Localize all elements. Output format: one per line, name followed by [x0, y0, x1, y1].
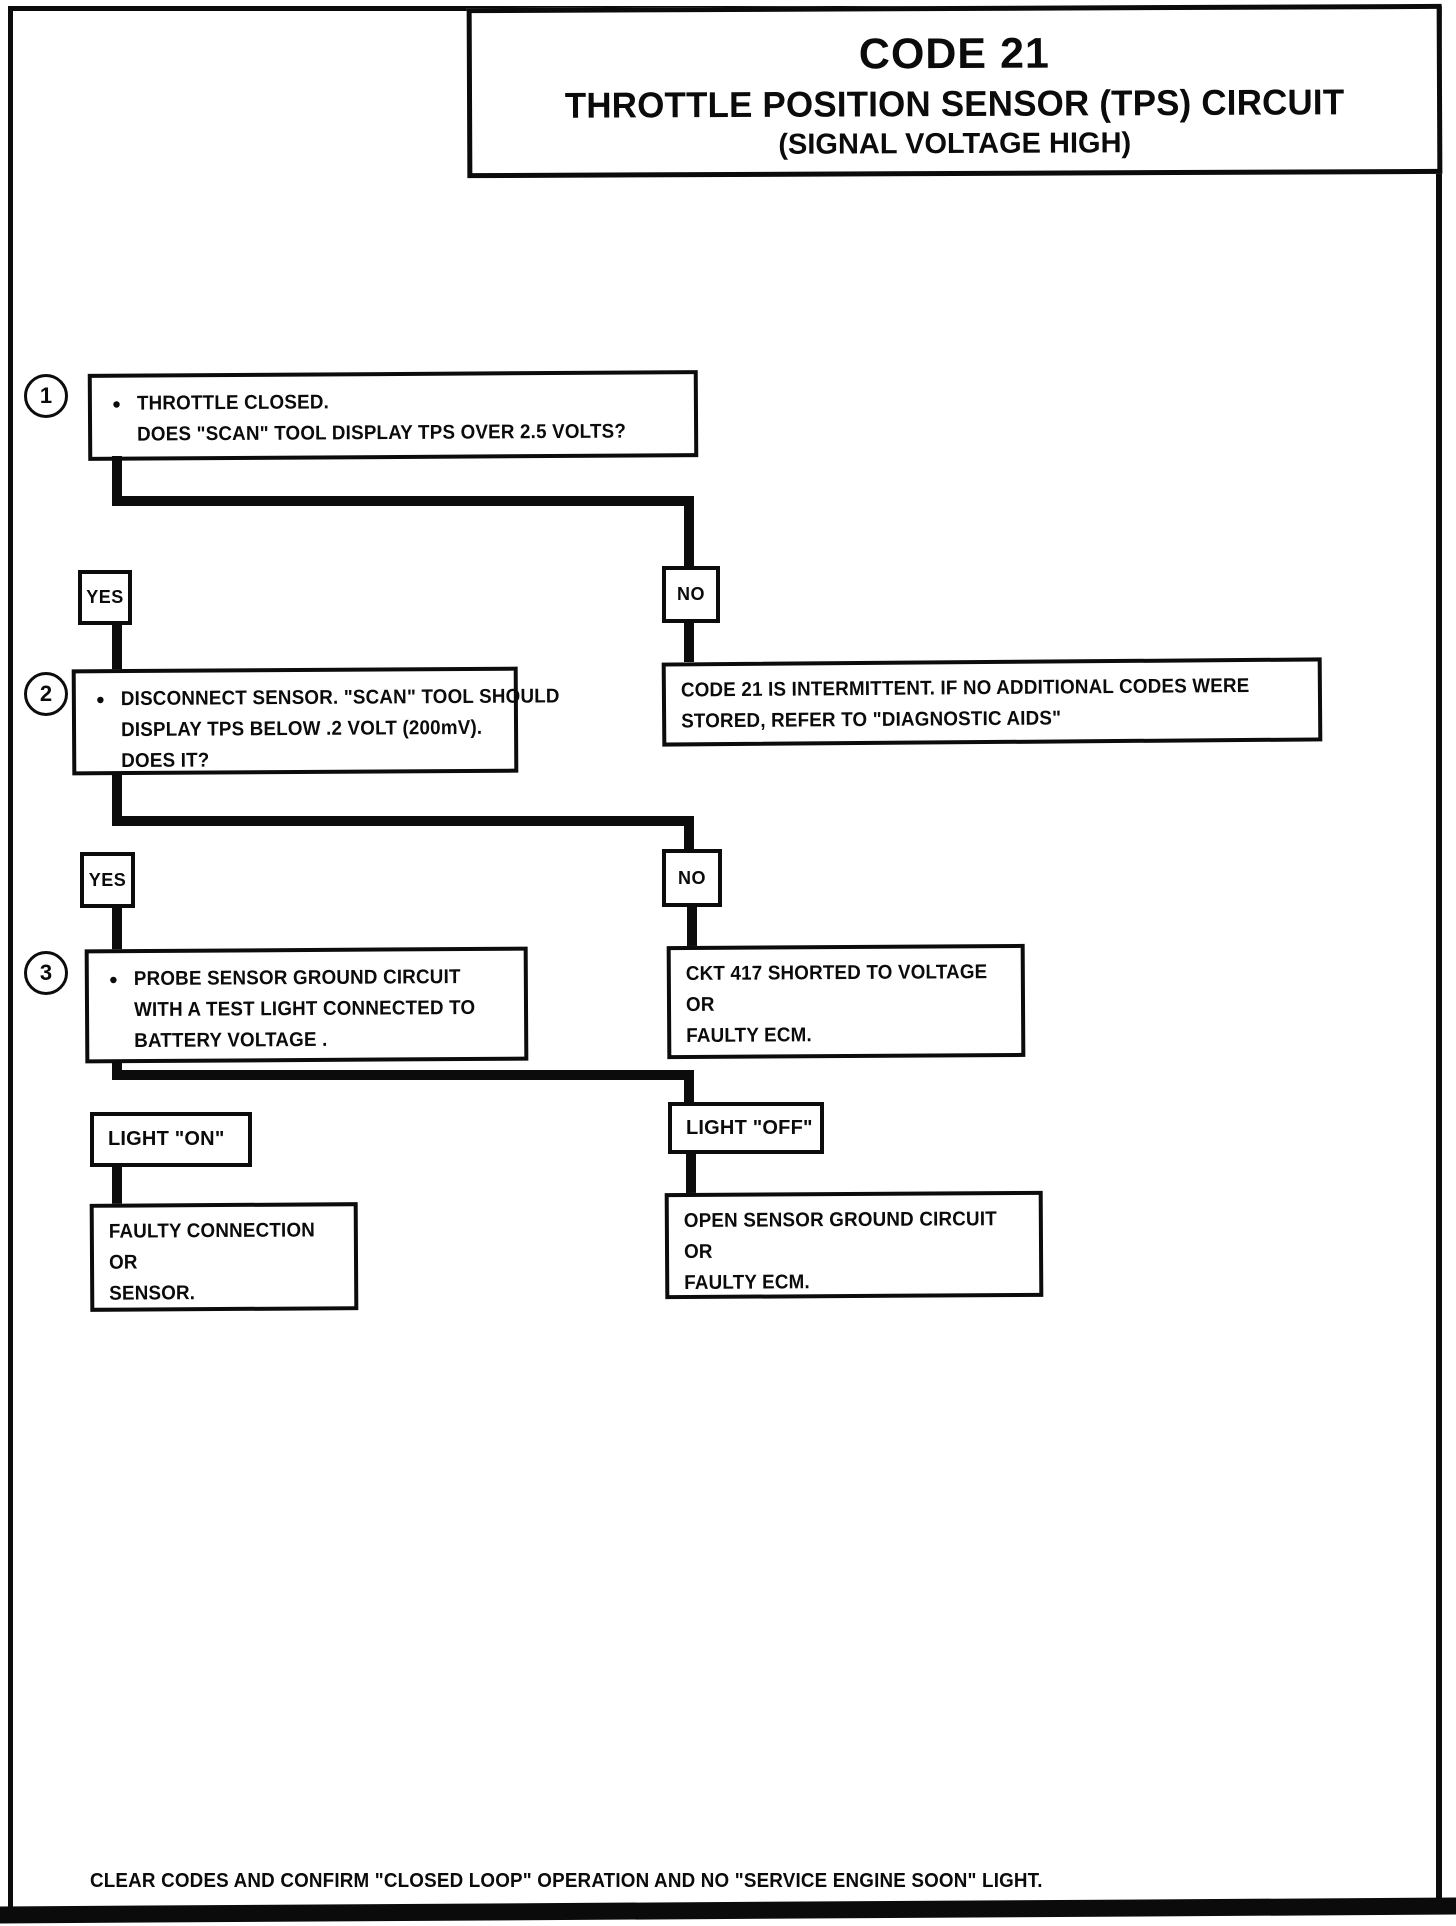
step-1-number: 1	[39, 383, 53, 408]
light-on-label: LIGHT "ON"	[108, 1128, 225, 1150]
bullet-icon: ●	[111, 395, 122, 413]
light-on-box: LIGHT "ON"	[90, 1112, 252, 1167]
connector-lighton-down	[112, 1165, 122, 1205]
title-main: THROTTLE POSITION SENSOR (TPS) CIRCUIT	[564, 81, 1345, 126]
step-1-line: THROTTLE CLOSED.	[136, 391, 330, 415]
ckt417-result-box: CKT 417 SHORTED TO VOLTAGE OR FAULTY ECM…	[666, 943, 1026, 1060]
open-ground-line: OR	[683, 1240, 713, 1264]
step-3-number: 3	[39, 960, 53, 985]
connector-branch2-horizontal	[112, 816, 694, 826]
step-1-box: ● THROTTLE CLOSED. DOES "SCAN" TOOL DISP…	[87, 370, 699, 461]
step-3-line: BATTERY VOLTAGE .	[134, 1028, 328, 1053]
faulty-connection-line: FAULTY CONNECTION	[108, 1219, 316, 1243]
light-off-label: LIGHT "OFF"	[686, 1116, 813, 1139]
step-3-line: WITH A TEST LIGHT CONNECTED TO	[134, 996, 476, 1022]
bullet-icon: ●	[95, 691, 105, 709]
title-code: CODE 21	[858, 29, 1050, 79]
open-ground-result-box: OPEN SENSOR GROUND CIRCUIT OR FAULTY ECM…	[664, 1190, 1044, 1300]
step-2-line: DOES IT?	[121, 749, 210, 773]
bullet-icon: ●	[108, 971, 118, 989]
branch1-yes-box: YES	[78, 570, 132, 625]
step-2-line: DISCONNECT SENSOR. "SCAN" TOOL SHOULD	[120, 685, 560, 711]
step-2-number: 2	[39, 681, 53, 706]
branch2-no-box: NO	[662, 849, 722, 907]
faulty-connection-result-box: FAULTY CONNECTION OR SENSOR.	[89, 1202, 359, 1312]
connector-branch3-horizontal	[112, 1070, 694, 1080]
branch2-yes-box: YES	[80, 852, 135, 908]
connector-yes1-down	[112, 623, 122, 670]
intermittent-result-box: CODE 21 IS INTERMITTENT. IF NO ADDITIONA…	[661, 657, 1323, 747]
connector-step1-down	[112, 456, 122, 504]
faulty-connection-line: SENSOR.	[109, 1282, 196, 1305]
title-subtitle: (SIGNAL VOLTAGE HIGH)	[778, 127, 1132, 161]
connector-step2-down	[112, 772, 122, 824]
intermittent-line: STORED, REFER TO "DIAGNOSTIC AIDS"	[681, 707, 1062, 733]
connector-branch3-off-down	[684, 1070, 694, 1104]
step-3-line: PROBE SENSOR GROUND CIRCUIT	[133, 966, 461, 991]
connector-yes2-down	[112, 906, 122, 950]
title-box: CODE 21 THROTTLE POSITION SENSOR (TPS) C…	[466, 3, 1443, 179]
connector-branch1-no-down	[684, 496, 694, 570]
step-1-number-circle: 1	[24, 374, 68, 418]
branch1-no-label: NO	[677, 584, 705, 604]
branch1-no-box: NO	[662, 566, 720, 623]
connector-lightoff-down	[686, 1152, 696, 1194]
connector-no2-down	[687, 905, 697, 948]
step-2-number-circle: 2	[24, 672, 68, 716]
branch2-no-label: NO	[678, 867, 706, 888]
ckt417-line: FAULTY ECM.	[686, 1024, 812, 1047]
intermittent-line: CODE 21 IS INTERMITTENT. IF NO ADDITIONA…	[680, 674, 1250, 702]
branch1-yes-label: YES	[86, 587, 124, 607]
ckt417-line: CKT 417 SHORTED TO VOLTAGE	[685, 961, 988, 985]
footer-note: CLEAR CODES AND CONFIRM "CLOSED LOOP" OP…	[90, 1870, 1043, 1892]
light-off-box: LIGHT "OFF"	[668, 1102, 824, 1154]
step-3-box: ● PROBE SENSOR GROUND CIRCUIT WITH A TES…	[84, 946, 529, 1064]
open-ground-line: OPEN SENSOR GROUND CIRCUIT	[683, 1208, 997, 1233]
step-3-number-circle: 3	[24, 951, 68, 995]
connector-branch1-horizontal	[112, 496, 694, 506]
step-1-line: DOES "SCAN" TOOL DISPLAY TPS OVER 2.5 VO…	[137, 420, 627, 446]
step-2-box: ● DISCONNECT SENSOR. "SCAN" TOOL SHOULD …	[71, 666, 560, 776]
connector-no1-down	[684, 621, 694, 662]
connector-branch2-no-down	[684, 816, 694, 854]
open-ground-line: FAULTY ECM.	[684, 1271, 810, 1295]
step-2-line: DISPLAY TPS BELOW .2 VOLT (200mV).	[121, 716, 483, 742]
ckt417-line: OR	[685, 993, 715, 1016]
faulty-connection-line: OR	[108, 1251, 138, 1274]
branch2-yes-label: YES	[88, 869, 127, 890]
